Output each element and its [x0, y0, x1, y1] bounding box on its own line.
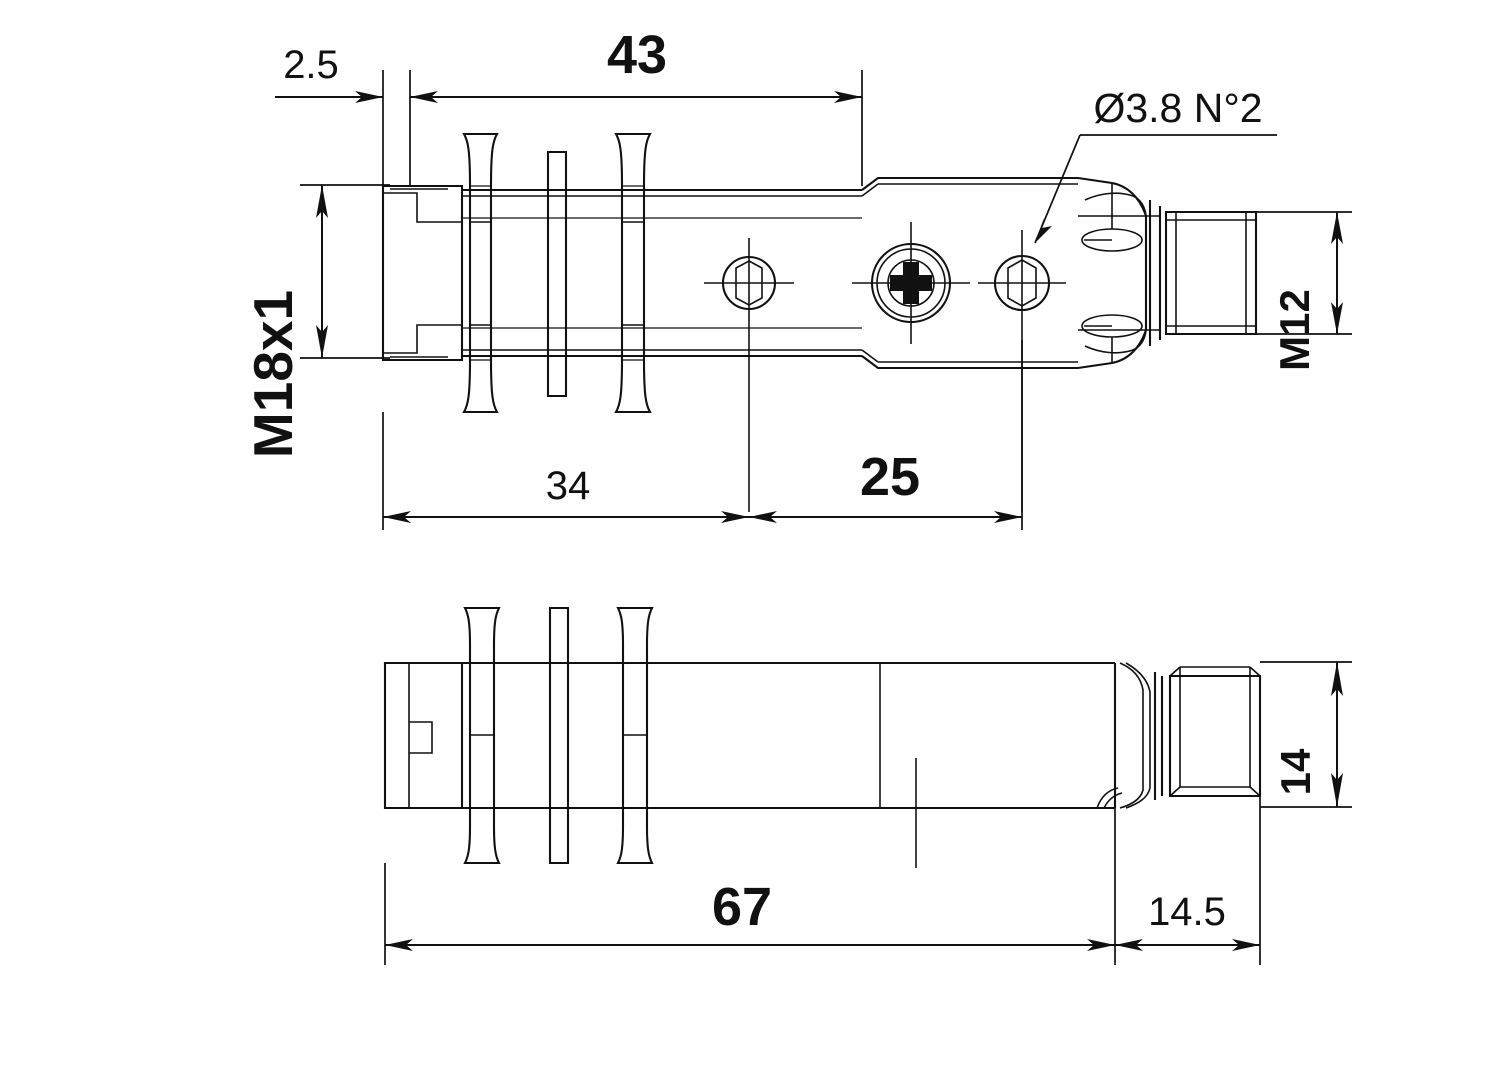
- coupling-bottom: [1096, 662, 1164, 809]
- bottom-view-geometry: [383, 606, 1262, 868]
- dim-25: 25: [860, 447, 920, 507]
- dim-14: 14: [1272, 748, 1319, 795]
- dim-m12: M12: [1271, 289, 1318, 371]
- m12-connector-bottom: [1168, 666, 1262, 798]
- dim-67: 67: [712, 877, 772, 937]
- led-hole-right: [978, 230, 1066, 340]
- dim-43: 43: [607, 25, 667, 85]
- adjust-screw: [852, 222, 970, 344]
- dim-34: 34: [546, 464, 591, 508]
- dim-2p5: 2.5: [283, 43, 339, 87]
- led-hole-left: [704, 238, 794, 328]
- dim-14p5: 14.5: [1148, 890, 1226, 934]
- top-view-dimensions: 2.5 43 M18x1 Ø3.8 N°2 M12: [242, 25, 1352, 530]
- top-view-geometry: [381, 132, 1258, 512]
- bottom-view-dimensions: 14 67 14.5: [384, 661, 1352, 965]
- m12-connector-top: [1164, 210, 1258, 336]
- note-hole-diameter: Ø3.8 N°2: [1093, 85, 1262, 131]
- dim-m18x1: M18x1: [242, 290, 304, 458]
- coupling-nut: [1077, 176, 1162, 370]
